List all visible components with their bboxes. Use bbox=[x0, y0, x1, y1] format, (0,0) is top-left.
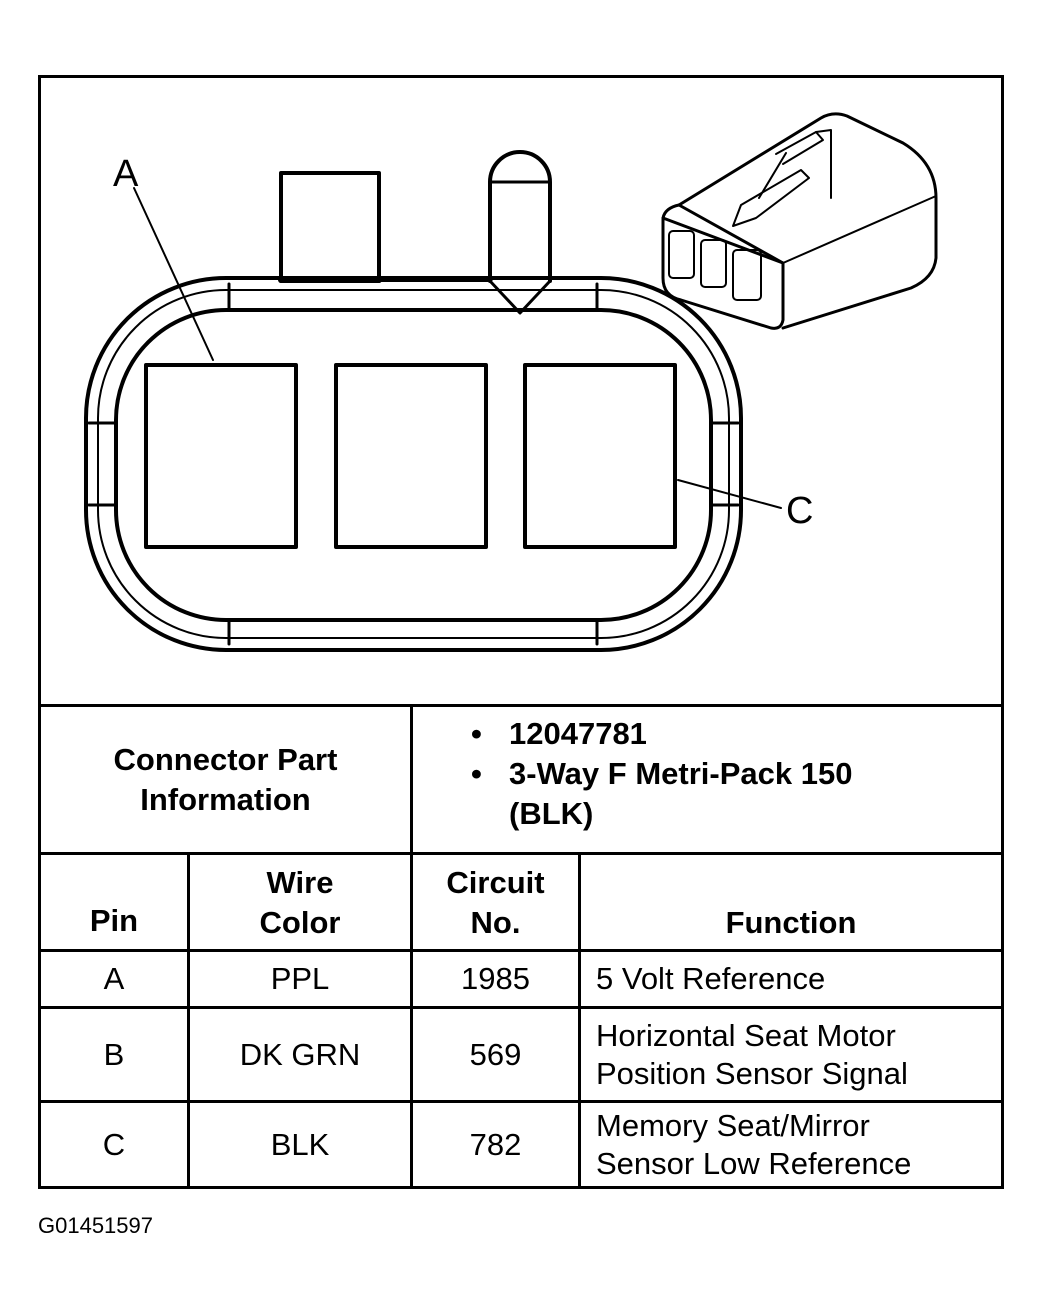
figure-frame: A C Connector Part Information 12047781 … bbox=[38, 75, 1004, 1189]
pin-c: C bbox=[102, 1126, 126, 1162]
wire-color-c: BLK bbox=[190, 1103, 410, 1186]
wire-color-b: DK GRN bbox=[190, 1009, 410, 1100]
circuit-c: 782 bbox=[413, 1103, 578, 1186]
pin-a: A bbox=[103, 961, 125, 996]
function-c: Memory Seat/Mirror Sensor Low Reference bbox=[596, 1103, 996, 1186]
header-circuit-no: Circuit No. bbox=[446, 865, 545, 940]
header-function-cell: Function bbox=[581, 855, 1001, 949]
callout-a: A bbox=[113, 153, 139, 195]
circuit-a-text: 1985 bbox=[461, 961, 530, 996]
connector-isometric-icon bbox=[661, 112, 938, 330]
pin-cavity-c bbox=[523, 363, 677, 549]
circuit-b: 569 bbox=[413, 1009, 578, 1100]
function-a-text: 5 Volt Reference bbox=[596, 961, 826, 996]
connector-housing-inner bbox=[114, 308, 713, 622]
wire-color-c-text: BLK bbox=[270, 1126, 330, 1162]
function-c-text: Memory Seat/Mirror Sensor Low Reference bbox=[596, 1107, 912, 1181]
part-number: 12047781 bbox=[471, 714, 869, 754]
header-circuit-cell: Circuit No. bbox=[413, 855, 578, 949]
header-pin-cell: Pin bbox=[41, 855, 187, 949]
latch-tab bbox=[279, 171, 381, 283]
table-row: B bbox=[41, 1009, 187, 1100]
pin-cavity-b bbox=[334, 363, 488, 549]
pin-cavity-a bbox=[144, 363, 298, 549]
connector-housing-outer bbox=[84, 276, 743, 652]
header-function: Function bbox=[725, 905, 857, 940]
header-wire-color: Wire Color bbox=[259, 865, 341, 940]
table-row: C bbox=[41, 1103, 187, 1186]
connector-type: 3-Way F Metri-Pack 150 (BLK) bbox=[471, 754, 869, 834]
wire-color-a: PPL bbox=[190, 952, 410, 1006]
function-a: 5 Volt Reference bbox=[596, 952, 996, 1006]
circuit-a: 1985 bbox=[413, 952, 578, 1006]
connector-part-values-cell: 12047781 3-Way F Metri-Pack 150 (BLK) bbox=[471, 714, 991, 852]
connector-part-label: Connector Part Information bbox=[113, 741, 338, 817]
key-post bbox=[488, 150, 552, 283]
wire-color-a-text: PPL bbox=[270, 961, 330, 996]
leader-line-c bbox=[677, 479, 782, 509]
wire-color-b-text: DK GRN bbox=[239, 1036, 361, 1072]
function-b: Horizontal Seat Motor Position Sensor Si… bbox=[596, 1009, 996, 1100]
connector-part-list: 12047781 3-Way F Metri-Pack 150 (BLK) bbox=[471, 714, 869, 852]
connector-diagram: A C bbox=[84, 112, 938, 652]
connector-part-label-cell: Connector Part Information bbox=[41, 707, 410, 852]
function-b-text: Horizontal Seat Motor Position Sensor Si… bbox=[596, 1017, 908, 1091]
header-pin: Pin bbox=[89, 903, 139, 938]
header-wire-cell: Wire Color bbox=[190, 855, 410, 949]
figure-id: G01451597 bbox=[38, 1213, 153, 1238]
circuit-c-text: 782 bbox=[469, 1126, 522, 1162]
callout-c: C bbox=[786, 490, 813, 532]
table-row: A bbox=[41, 952, 187, 1006]
circuit-b-text: 569 bbox=[469, 1036, 522, 1072]
leader-line-a bbox=[133, 187, 214, 361]
pin-b: B bbox=[103, 1036, 125, 1072]
